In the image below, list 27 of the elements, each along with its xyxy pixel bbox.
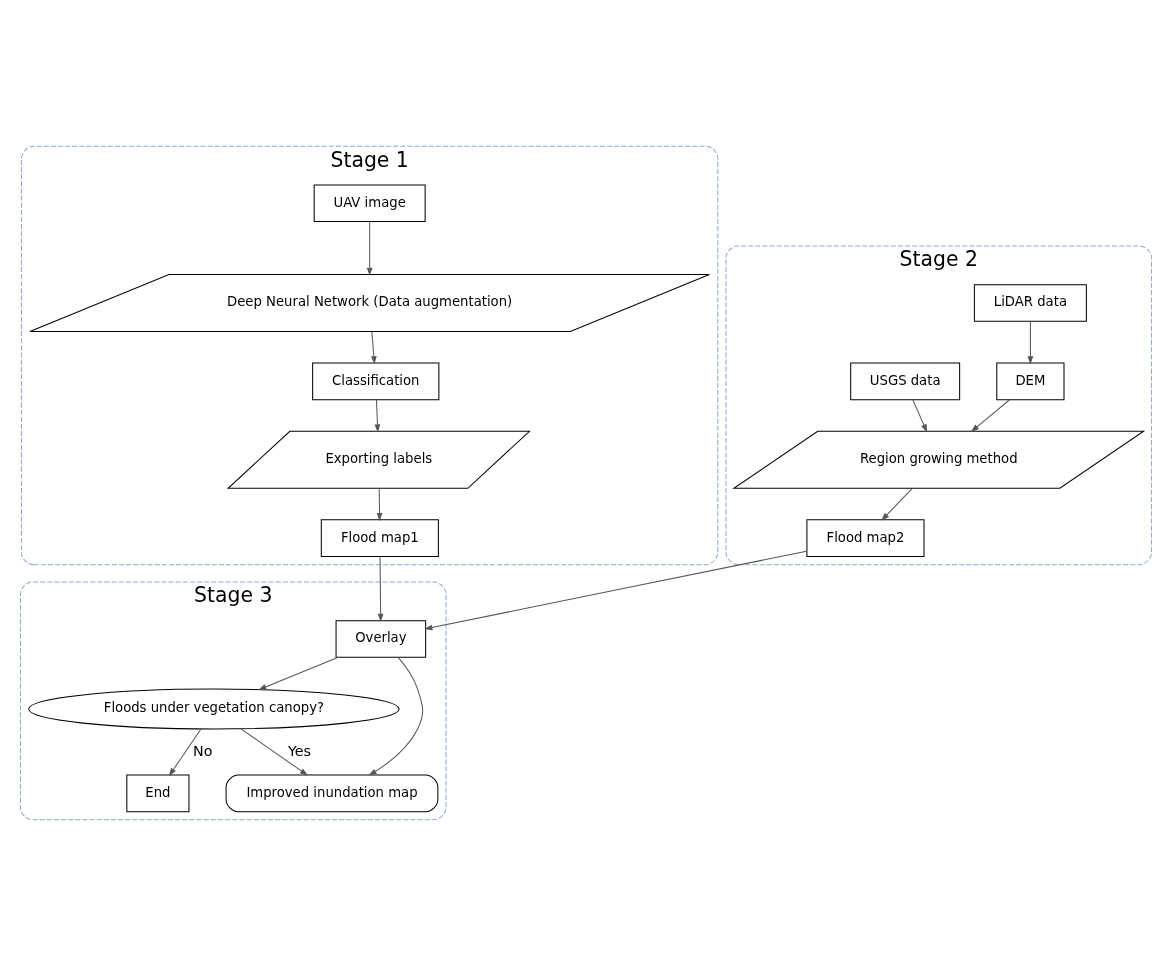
arrow — [377, 555, 384, 622]
arrow — [970, 398, 1011, 432]
node-box: DEM — [996, 362, 1065, 400]
arrow — [258, 656, 339, 690]
edge-label: Yes — [287, 742, 311, 759]
node-box: Flood map2 — [806, 518, 925, 557]
node-box: LiDAR data — [973, 283, 1087, 322]
arrow — [371, 330, 377, 364]
node-box: Improved inundation map — [225, 774, 439, 812]
arrow — [424, 550, 808, 630]
node-box: Classification — [312, 362, 440, 400]
node-ellipse: Floods under vegetation canopy? — [28, 688, 400, 729]
arrow — [368, 656, 424, 776]
arrow — [912, 398, 928, 432]
node-box: UAV image — [313, 183, 426, 222]
arrow — [168, 728, 202, 776]
arrow — [240, 728, 309, 776]
node-box: USGS data — [850, 362, 961, 400]
arrow — [366, 220, 373, 276]
node-box: Flood map1 — [320, 518, 439, 557]
arrow — [374, 398, 381, 433]
arrow — [376, 487, 383, 521]
arrow — [881, 487, 913, 521]
node-box: Overlay — [335, 619, 427, 658]
node-box: End — [126, 774, 190, 812]
edge-label: No — [193, 742, 213, 759]
arrow — [1027, 320, 1034, 364]
